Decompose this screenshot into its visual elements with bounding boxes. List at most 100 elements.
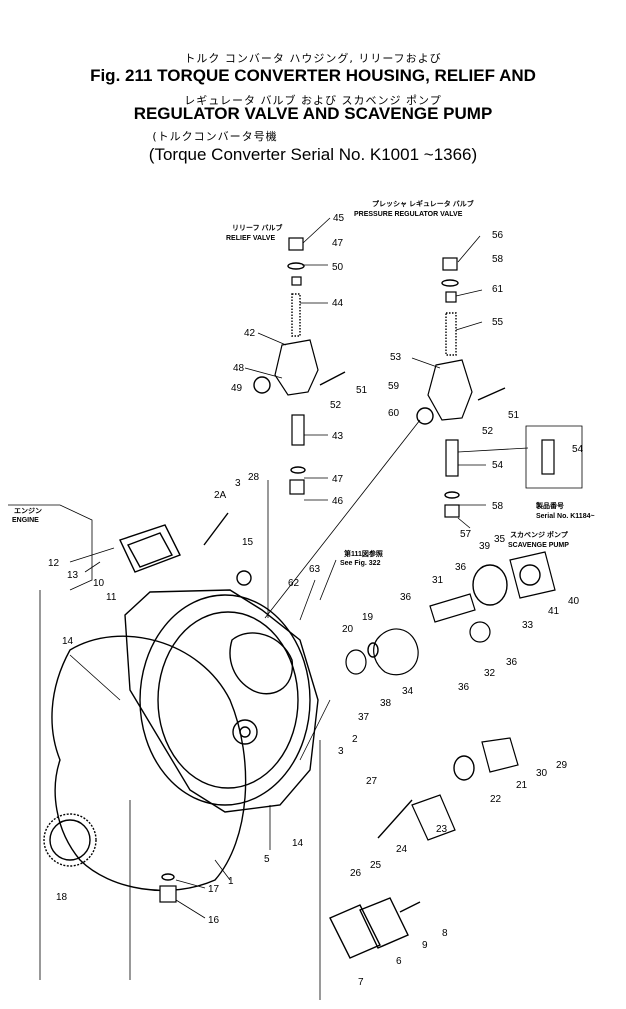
cover-gasket — [126, 532, 174, 568]
see-fig-jp-label: 第111図参照 — [344, 549, 383, 558]
part-number-42: 42 — [244, 328, 256, 339]
part-number-22: 22 — [490, 794, 502, 805]
part-number-47-b: 47 — [332, 474, 344, 485]
title-jp-line-2: レギュレータ バルブ および スカベンジ ポンプ — [184, 94, 442, 107]
part-number-26: 26 — [350, 868, 362, 879]
part-number-52: 52 — [330, 400, 342, 411]
serial-note: Serial No. K1184~ — [536, 513, 595, 520]
part-number-60: 60 — [388, 408, 400, 419]
pump-oring — [472, 564, 508, 606]
part-number-53: 53 — [390, 352, 402, 363]
part-number-58: 58 — [492, 254, 504, 265]
part-number-30: 30 — [536, 768, 548, 779]
part-number-37: 37 — [358, 712, 370, 723]
part-number-8: 8 — [442, 928, 448, 939]
part-number-45: 45 — [333, 213, 345, 224]
pump-cover — [509, 551, 556, 599]
part-number-56: 56 — [492, 230, 504, 241]
inspection-bolt — [399, 901, 421, 913]
scavenge-pump-jp-label: スカベンジ ポンプ — [510, 530, 569, 539]
part-number-54-b: 54 — [492, 460, 504, 471]
plug-washer — [161, 873, 175, 881]
part-number-23: 23 — [436, 824, 448, 835]
part-number-10: 10 — [93, 578, 105, 589]
part-number-15: 15 — [242, 537, 254, 548]
part-number-24: 24 — [396, 844, 408, 855]
relief-washer — [290, 466, 306, 474]
strainer-cover — [481, 737, 519, 773]
figure-title: Fig. 211 TORQUE CONVERTER HOUSING, RELIE… — [90, 66, 536, 85]
part-number-28: 28 — [248, 472, 260, 483]
part-number-25: 25 — [370, 860, 382, 871]
relief-plug — [291, 276, 302, 286]
engine-outline-lower — [39, 590, 131, 980]
ring-gear — [43, 813, 97, 867]
part-number-20: 20 — [342, 624, 354, 635]
relief-cap — [288, 237, 304, 251]
part-number-3: 3 — [235, 478, 241, 489]
strainer — [411, 794, 456, 841]
part-number-43: 43 — [332, 431, 344, 442]
title-jp-line-1: トルク コンバータ ハウジング, リリーフおよび — [184, 52, 442, 65]
relief-valve-jp-label: リリーフ バルブ — [232, 223, 283, 232]
serial-jp: (トルクコンバータ号機 — [152, 130, 278, 143]
part-number-33: 33 — [522, 620, 534, 631]
part-number-29: 29 — [556, 760, 568, 771]
stud-bolt — [203, 512, 229, 546]
cover-plate — [119, 524, 181, 573]
part-number-63: 63 — [309, 564, 321, 575]
engine-jp-label: エンジン — [14, 507, 42, 515]
regulator-plug — [445, 291, 457, 303]
part-number-59: 59 — [388, 381, 400, 392]
part-number-14: 14 — [62, 636, 74, 647]
part-number-27: 27 — [366, 776, 378, 787]
part-number-16: 16 — [208, 915, 220, 926]
inset-box — [525, 425, 583, 489]
regulator-spool — [445, 439, 459, 477]
relief-oring — [287, 262, 305, 270]
spool-alt — [541, 439, 555, 475]
housing-upper-port — [229, 632, 293, 695]
part-number-labels: 45 47 50 44 42 48 49 51 52 43 47 46 56 5… — [48, 213, 584, 988]
housing-bore — [232, 719, 258, 745]
part-number-57: 57 — [460, 529, 472, 540]
part-number-36-b: 36 — [400, 592, 412, 603]
leader-lines — [69, 217, 529, 1000]
part-number-35: 35 — [494, 534, 506, 545]
part-number-47: 47 — [332, 238, 344, 249]
relief-piston — [291, 414, 305, 446]
part-number-7: 7 — [358, 977, 364, 988]
part-number-54: 54 — [572, 444, 584, 455]
part-number-52-b: 52 — [482, 426, 494, 437]
part-number-51-b: 51 — [508, 410, 520, 421]
part-number-51: 51 — [356, 385, 368, 396]
part-number-62: 62 — [288, 578, 300, 589]
part-number-39: 39 — [479, 541, 491, 552]
part-number-3-b: 3 — [338, 746, 344, 757]
housing-bore-center — [239, 726, 251, 738]
scavenge-pump-label: SCAVENGE PUMP — [508, 542, 569, 549]
regulator-valve-body — [427, 359, 473, 421]
part-number-46: 46 — [332, 496, 344, 507]
strainer-bolt — [377, 799, 413, 839]
relief-valve-body — [274, 339, 319, 396]
part-number-9: 9 — [422, 940, 428, 951]
part-number-41: 41 — [548, 606, 560, 617]
pump-drive-gear — [429, 593, 476, 623]
regulator-spring — [445, 312, 457, 356]
bearing — [345, 649, 367, 675]
part-number-17: 17 — [208, 884, 220, 895]
part-number-12: 12 — [48, 558, 60, 569]
part-number-48: 48 — [233, 363, 245, 374]
part-number-61: 61 — [492, 284, 504, 295]
part-number-21: 21 — [516, 780, 528, 791]
part-number-19: 19 — [362, 612, 374, 623]
part-number-6: 6 — [396, 956, 402, 967]
eyebolt — [236, 570, 252, 586]
part-number-36: 36 — [455, 562, 467, 573]
engine-outline — [8, 504, 93, 591]
serial-note-jp: 製品番号 — [535, 501, 564, 510]
relief-plug-bottom — [289, 479, 305, 495]
snap-ring — [367, 642, 379, 658]
regulator-washer — [444, 491, 460, 499]
